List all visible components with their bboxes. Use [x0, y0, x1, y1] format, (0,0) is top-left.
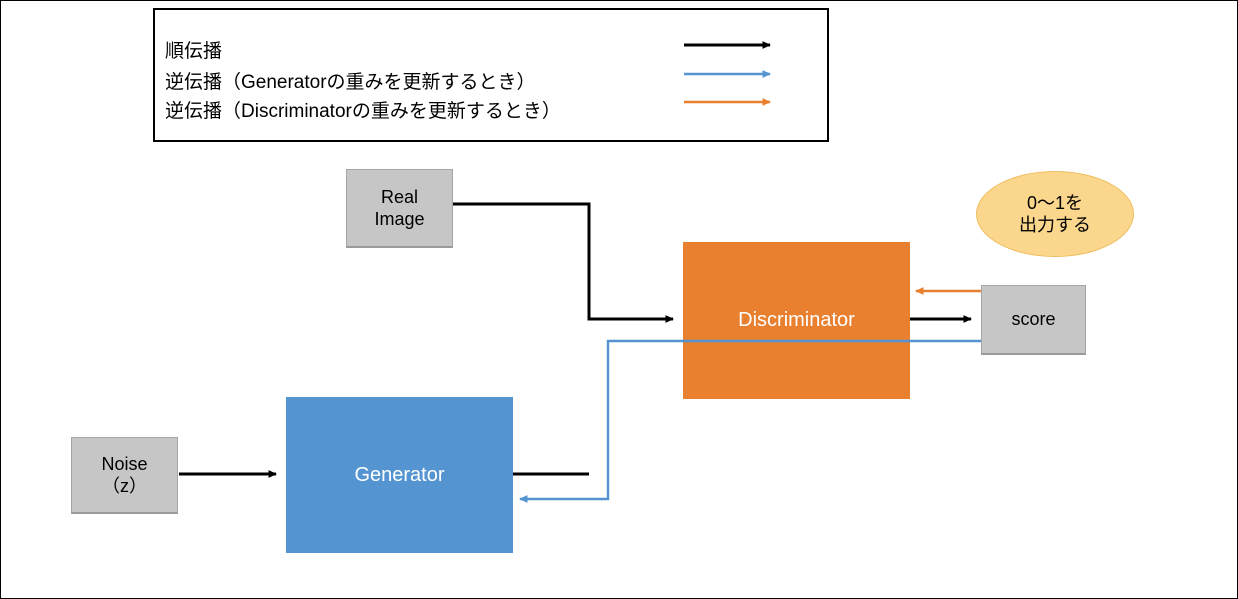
node-real-image[interactable]: Real Image — [346, 169, 453, 248]
callout-line2: 出力する — [1019, 215, 1091, 235]
legend-backprop-discriminator-arrow-icon — [686, 96, 778, 112]
legend-row-backprop-discriminator: 逆伝播（Discriminatorの重みを更新するとき） — [165, 94, 561, 124]
legend-panel: 順伝播 逆伝播（Generatorの重みを更新するとき） 逆伝播（Discrim… — [153, 8, 829, 142]
node-noise[interactable]: Noise （z） — [71, 437, 178, 514]
legend-label-backprop-generator: 逆伝播（Generatorの重みを更新するとき） — [165, 71, 536, 93]
node-score[interactable]: score — [981, 285, 1086, 355]
node-generator[interactable]: Generator — [286, 397, 513, 553]
node-real-image-line1: Real — [380, 186, 419, 207]
node-score-label: score — [1011, 309, 1056, 330]
callout-output-range: 0〜1を 出力する — [976, 171, 1134, 257]
legend-row-forward: 順伝播 — [165, 34, 222, 64]
node-noise-line1: Noise — [101, 453, 148, 474]
legend-label-forward: 順伝播 — [165, 40, 223, 62]
node-discriminator[interactable]: Discriminator — [683, 242, 910, 399]
legend-forward-arrow-icon — [686, 39, 778, 55]
wire-real-image-to-discriminator — [453, 202, 675, 323]
node-noise-line2: （z） — [102, 476, 147, 496]
legend-row-backprop-generator: 逆伝播（Generatorの重みを更新するとき） — [165, 65, 536, 95]
legend-label-backprop-discriminator: 逆伝播（Discriminatorの重みを更新するとき） — [165, 100, 561, 122]
legend-backprop-generator-arrow-icon — [686, 68, 778, 84]
node-discriminator-label: Discriminator — [738, 309, 855, 331]
node-real-image-line2: Image — [374, 209, 425, 229]
node-generator-label: Generator — [354, 463, 445, 486]
callout-line1: 0〜1を — [1026, 192, 1084, 213]
